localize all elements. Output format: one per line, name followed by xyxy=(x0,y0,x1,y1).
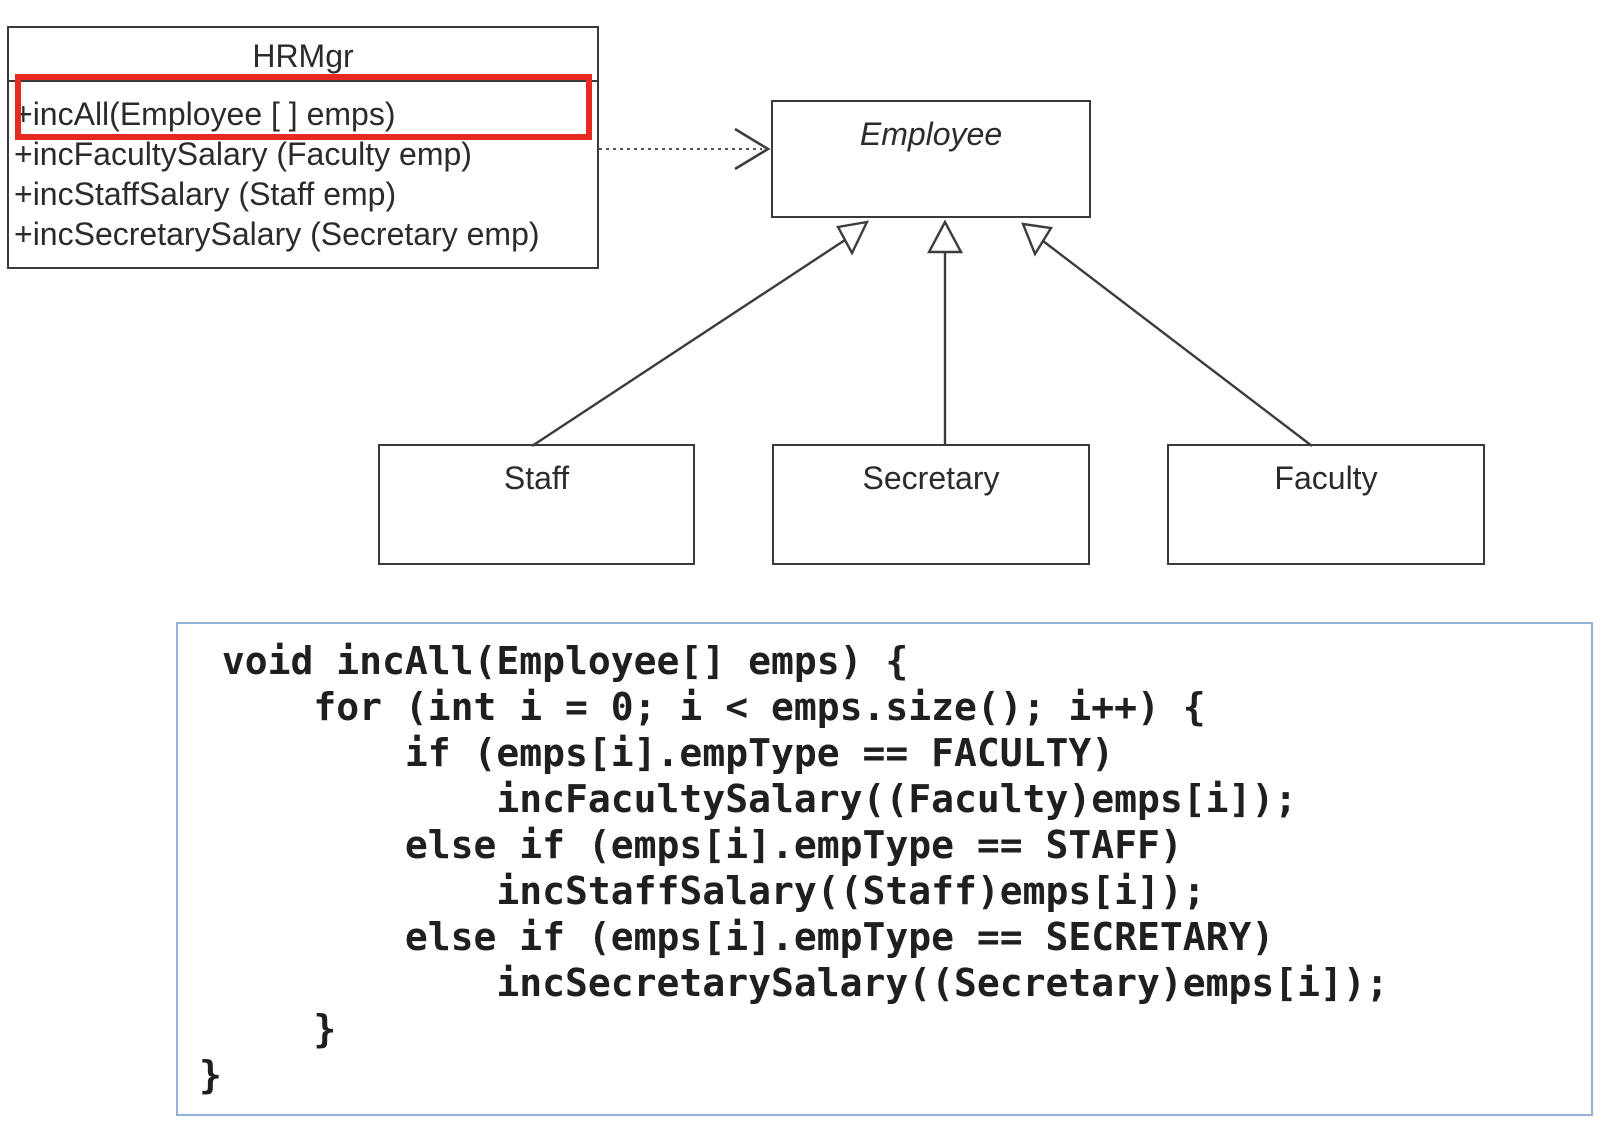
code-line: if (emps[i].empType == FACULTY) xyxy=(199,731,1115,775)
code-snippet-box: void incAll(Employee[] emps) { for (int … xyxy=(176,622,1593,1116)
code-line: incSecretarySalary((Secretary)emps[i]); xyxy=(199,961,1389,1005)
staff-class-label: Staff xyxy=(503,460,570,496)
incall-highlight-box xyxy=(15,74,592,140)
method-incall: +incAll(Employee [ ] emps) xyxy=(14,96,396,132)
hrmgr-class-title: HRMgr xyxy=(9,28,597,82)
code-line: else if (emps[i].empType == STAFF) xyxy=(199,823,1183,867)
code-line: else if (emps[i].empType == SECRETARY) xyxy=(199,915,1275,959)
method-incfacultysalary: +incFacultySalary (Faculty emp) xyxy=(14,136,472,172)
code-line: void incAll(Employee[] emps) { xyxy=(199,639,909,683)
staff-class-box: Staff xyxy=(378,444,695,565)
faculty-class-label: Faculty xyxy=(1274,460,1378,496)
faculty-class-box: Faculty xyxy=(1167,444,1485,565)
secretary-class-label: Secretary xyxy=(862,460,1000,496)
method-incstaffsalary: +incStaffSalary (Staff emp) xyxy=(14,176,397,212)
code-line: for (int i = 0; i < emps.size(); i++) { xyxy=(199,685,1206,729)
hrmgr-method-list: +incAll(Employee [ ] emps) +incFacultySa… xyxy=(9,82,597,254)
staff-generalization-triangle-icon xyxy=(836,220,870,256)
employee-class-box: Employee xyxy=(771,100,1091,218)
staff-generalization-line xyxy=(531,238,846,448)
code-line: } xyxy=(199,1053,222,1097)
secretary-generalization-triangle-icon xyxy=(927,219,963,254)
dependency-arrowhead-icon xyxy=(734,127,771,171)
hrmgr-class-box: HRMgr +incAll(Employee [ ] emps) +incFac… xyxy=(7,26,599,269)
code-line: } xyxy=(199,1007,337,1051)
method-incsecretarysalary: +incSecretarySalary (Secretary emp) xyxy=(14,216,540,252)
secretary-class-box: Secretary xyxy=(772,444,1090,565)
code-line: incFacultySalary((Faculty)emps[i]); xyxy=(199,777,1298,821)
employee-class-label: Employee xyxy=(859,116,1003,152)
code-line: incStaffSalary((Staff)emps[i]); xyxy=(199,869,1206,913)
faculty-generalization-line xyxy=(1042,240,1313,447)
faculty-generalization-triangle-icon xyxy=(1021,222,1053,257)
